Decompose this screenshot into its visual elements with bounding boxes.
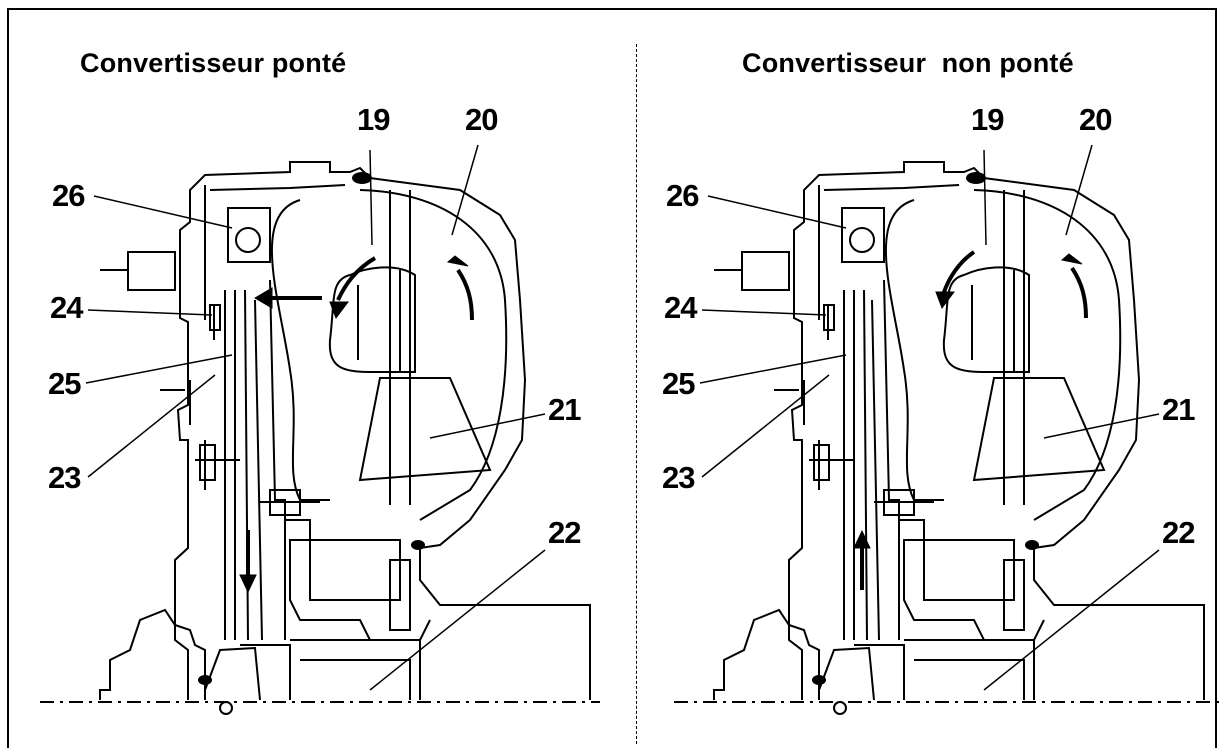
panel-converter-unlocked: Convertisseur non ponté bbox=[614, 0, 1226, 744]
callout-21: 21 bbox=[1162, 392, 1195, 427]
panel-title: Convertisseur ponté bbox=[80, 48, 347, 78]
panel-divider bbox=[636, 44, 637, 744]
callout-19: 19 bbox=[357, 102, 390, 137]
callout-19: 19 bbox=[971, 102, 1004, 137]
callout-26: 26 bbox=[666, 178, 699, 213]
converter-drawing bbox=[674, 144, 1219, 715]
callout-20: 20 bbox=[465, 102, 498, 137]
figure-frame bbox=[7, 8, 1217, 748]
callout-23: 23 bbox=[662, 460, 695, 495]
callout-21: 21 bbox=[548, 392, 581, 427]
converter-drawing bbox=[40, 144, 600, 715]
callout-24: 24 bbox=[664, 290, 697, 325]
callout-22: 22 bbox=[1162, 515, 1195, 550]
panel-title: Convertisseur non ponté bbox=[742, 48, 1074, 78]
callout-25: 25 bbox=[662, 366, 695, 401]
callout-26: 26 bbox=[52, 178, 85, 213]
panel-converter-locked: Convertisseur ponté bbox=[0, 0, 612, 744]
callout-25: 25 bbox=[48, 366, 81, 401]
callout-22: 22 bbox=[548, 515, 581, 550]
callout-20: 20 bbox=[1079, 102, 1112, 137]
callout-24: 24 bbox=[50, 290, 83, 325]
callout-23: 23 bbox=[48, 460, 81, 495]
